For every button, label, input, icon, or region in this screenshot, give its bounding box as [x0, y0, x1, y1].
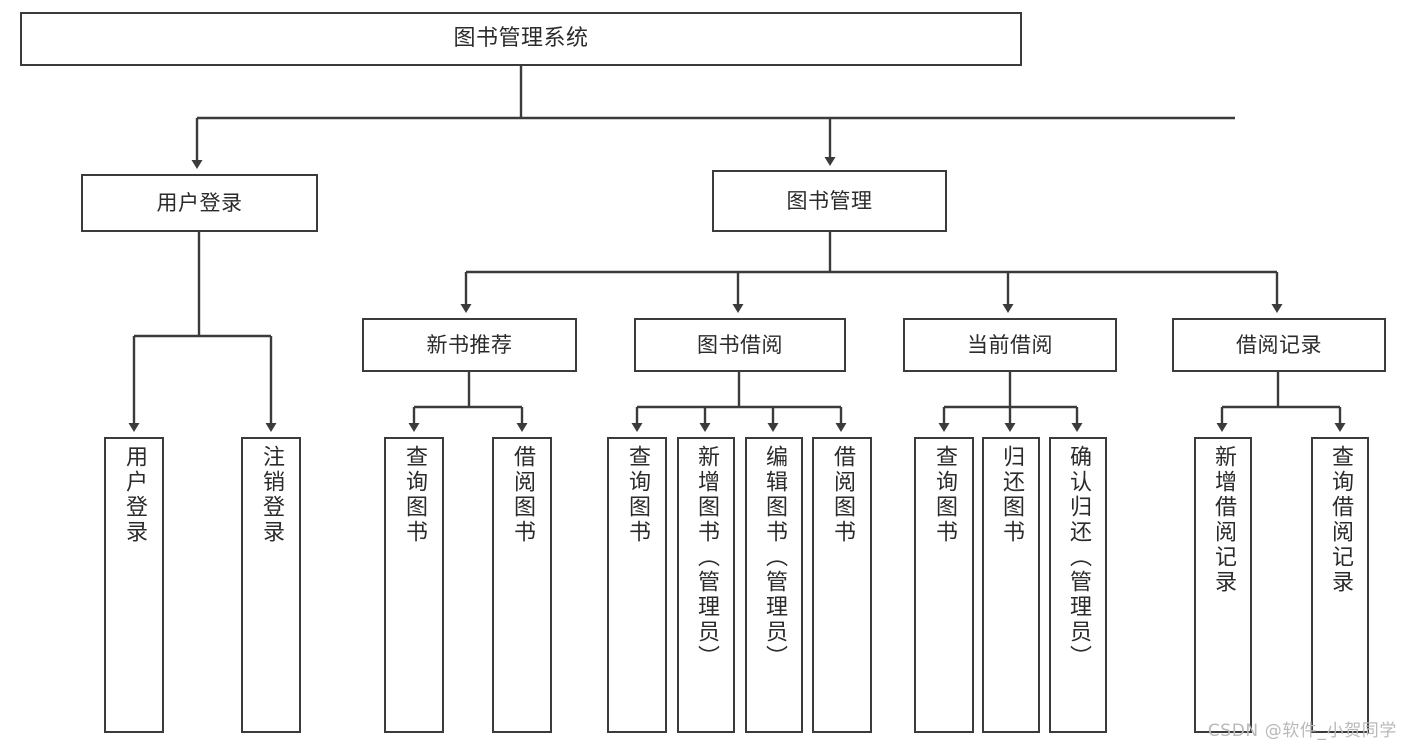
leaf-user-login[interactable]: 用户登录 [104, 437, 164, 733]
node-label: 查询图书 [625, 445, 650, 545]
node-label: 查询借阅记录 [1328, 445, 1353, 595]
node-label: 查询图书 [402, 445, 427, 545]
node-label: 借阅记录 [1236, 332, 1322, 357]
node-current-borrow[interactable]: 当前借阅 [903, 318, 1117, 372]
leaf-borrow-book-1[interactable]: 借阅图书 [492, 437, 552, 733]
node-label: 当前借阅 [967, 332, 1053, 357]
node-label: 注销登录 [259, 445, 284, 545]
node-label: 借阅图书 [510, 445, 535, 545]
node-label: 借阅图书 [830, 445, 855, 545]
node-borrow-record[interactable]: 借阅记录 [1172, 318, 1386, 372]
leaf-add-record[interactable]: 新增借阅记录 [1194, 437, 1252, 733]
node-root-system[interactable]: 图书管理系统 [20, 12, 1022, 66]
node-label: 图书借阅 [697, 332, 783, 357]
node-label: 图书管理 [786, 188, 873, 213]
node-book-borrow[interactable]: 图书借阅 [634, 318, 846, 372]
node-label: 图书管理系统 [453, 26, 589, 52]
csdn-watermark: CSDN @软件_小贺同学 [1207, 721, 1397, 741]
node-label: 用户登录 [156, 190, 243, 215]
leaf-add-book[interactable]: 新增图书（管理员） [677, 437, 735, 733]
leaf-user-logout[interactable]: 注销登录 [241, 437, 301, 733]
node-new-book-rec[interactable]: 新书推荐 [362, 318, 577, 372]
leaf-borrow-book-2[interactable]: 借阅图书 [812, 437, 872, 733]
node-label: 查询图书 [932, 445, 957, 545]
node-label: 确认归还（管理员） [1066, 445, 1091, 670]
node-label: 用户登录 [122, 445, 147, 545]
node-label: 新增图书（管理员） [694, 445, 719, 670]
node-label: 编辑图书（管理员） [762, 445, 787, 670]
leaf-edit-book[interactable]: 编辑图书（管理员） [745, 437, 803, 733]
leaf-confirm-return[interactable]: 确认归还（管理员） [1049, 437, 1107, 733]
leaf-query-record[interactable]: 查询借阅记录 [1311, 437, 1369, 733]
node-user-login[interactable]: 用户登录 [81, 174, 318, 232]
leaf-query-book-2[interactable]: 查询图书 [607, 437, 667, 733]
leaf-return-book[interactable]: 归还图书 [982, 437, 1040, 733]
leaf-query-book-1[interactable]: 查询图书 [384, 437, 444, 733]
leaf-query-book-3[interactable]: 查询图书 [914, 437, 974, 733]
node-label: 新增借阅记录 [1211, 445, 1236, 595]
node-label: 新书推荐 [426, 332, 513, 357]
node-label: 归还图书 [999, 445, 1024, 545]
node-book-manage[interactable]: 图书管理 [712, 170, 947, 232]
